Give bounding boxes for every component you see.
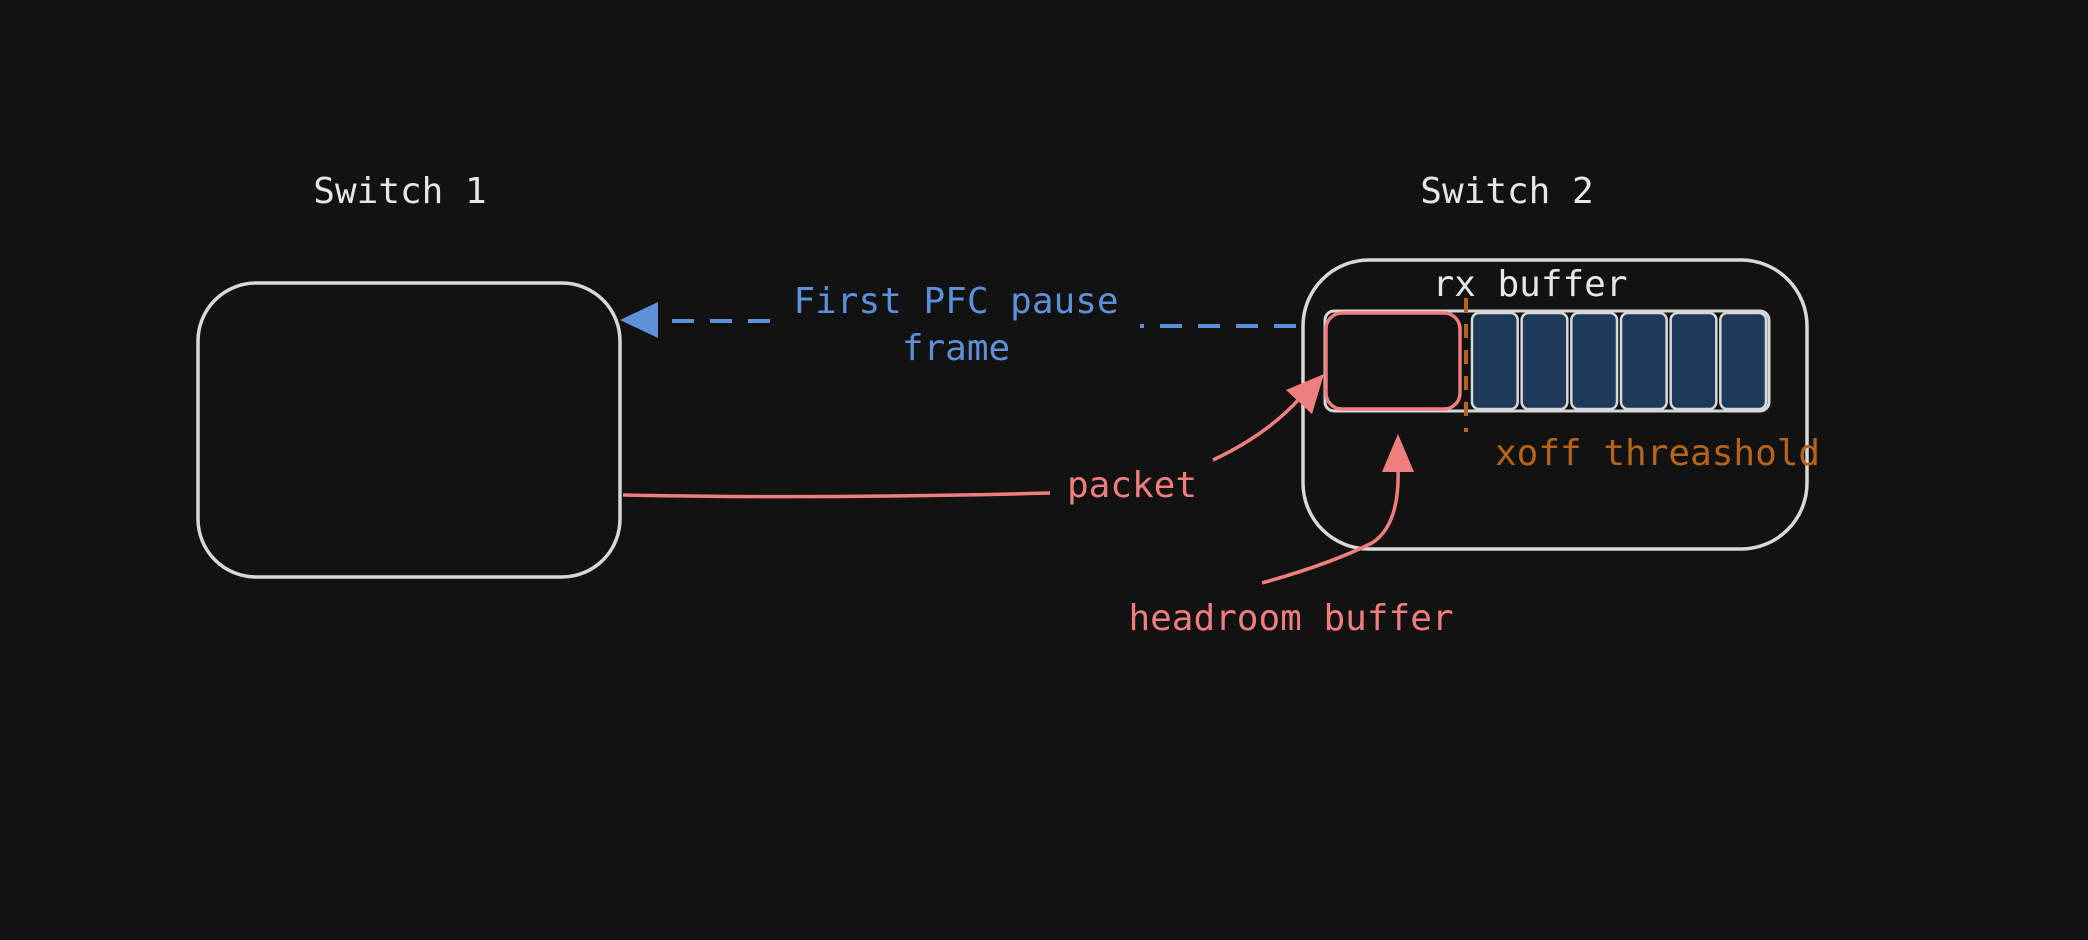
rx-buffer-slots	[1470, 311, 1768, 411]
pause-frame-label-line2: frame	[902, 328, 1010, 369]
rx-buffer-slot	[1669, 311, 1718, 411]
headroom-arrow-line	[1261, 467, 1400, 585]
packet-arrow-line	[1212, 396, 1302, 462]
rx-buffer-slot	[1570, 311, 1619, 411]
pause-frame-label-line1: First PFC pause	[793, 281, 1118, 322]
arrowhead-up-right-icon	[1286, 374, 1324, 414]
rx-buffer-label: rx buffer	[1432, 264, 1627, 305]
headroom-buffer-label: headroom buffer	[1128, 598, 1453, 639]
headroom-buffer-box	[1324, 311, 1462, 411]
packet-line	[622, 491, 1051, 499]
switch1-label: Switch 1	[313, 171, 486, 212]
packet-label: packet	[1067, 465, 1197, 506]
switch1-box	[196, 281, 622, 579]
arrowhead-up-icon	[1382, 434, 1414, 472]
rx-buffer-slot	[1520, 311, 1569, 411]
rx-buffer-slot	[1719, 311, 1768, 411]
arrowhead-left-icon	[620, 302, 658, 338]
rx-buffer-slot	[1470, 311, 1519, 411]
rx-buffer-slot	[1619, 311, 1668, 411]
xoff-threshold-label: xoff threashold	[1495, 433, 1820, 474]
switch2-label: Switch 2	[1420, 171, 1593, 212]
